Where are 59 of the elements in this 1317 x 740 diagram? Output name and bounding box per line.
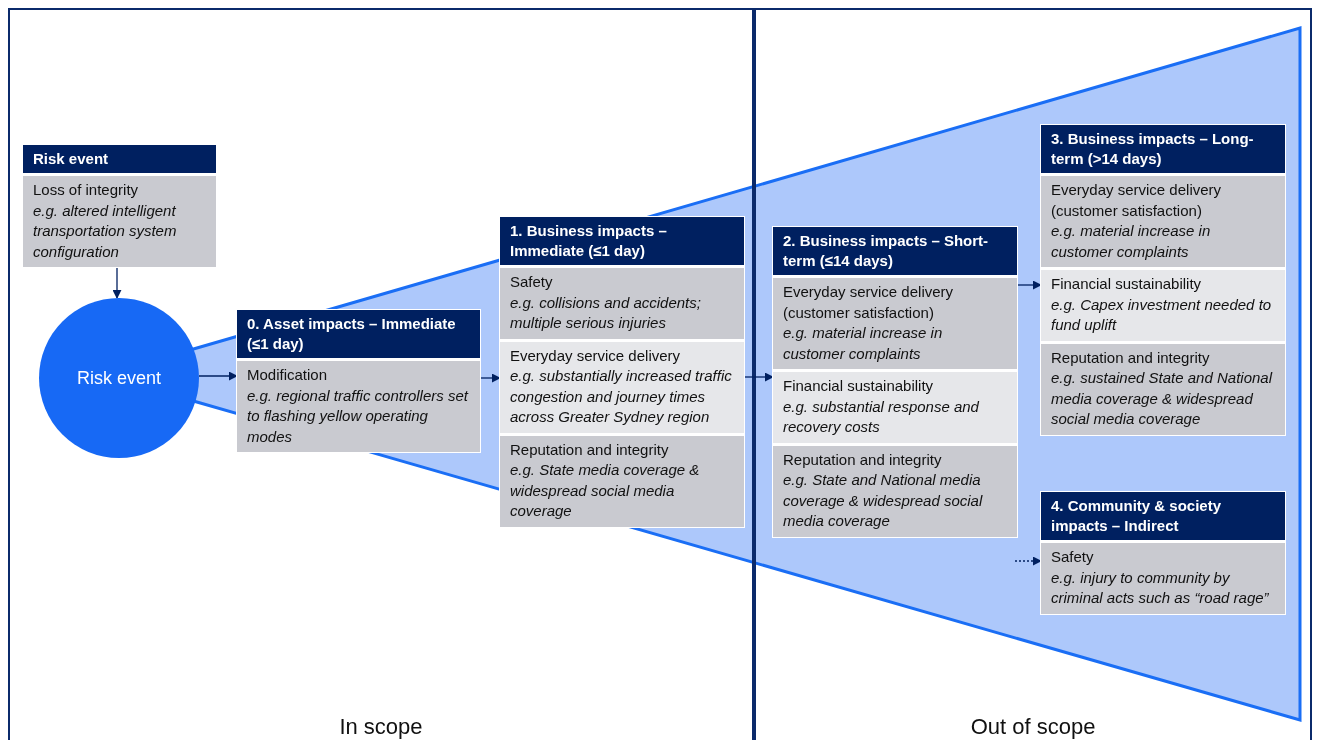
card-header: 4. Community & society impacts – Indirect — [1041, 492, 1285, 540]
example-text: e.g. Capex investment needed to fund uplift — [1051, 294, 1273, 335]
scope-label: Out of scope — [970, 714, 1096, 740]
row-title: Safety — [1051, 547, 1095, 567]
arrow — [1014, 556, 1042, 566]
example-text: e.g. material increase in customer complaints — [1051, 221, 1212, 262]
impact-row — [23, 176, 216, 267]
impact-row — [500, 341, 744, 433]
impact-row — [500, 435, 744, 527]
row-title: Everyday service delivery (customer satisfaction) — [783, 282, 955, 323]
example-text: e.g. State and National media coverage & widespread social media coverage — [783, 470, 984, 531]
impact-row — [1041, 176, 1285, 267]
impact-row — [1041, 543, 1285, 614]
arrow — [198, 371, 238, 381]
impact-row — [773, 278, 1017, 369]
impact-card — [1040, 491, 1286, 615]
impact-row — [773, 445, 1017, 537]
impact-card — [772, 226, 1018, 538]
row-title: Safety — [510, 272, 554, 292]
row-title: Everyday service delivery — [510, 345, 682, 366]
arrow — [1016, 280, 1042, 290]
card-header: 1. Business impacts – Immediate (≤1 day) — [500, 217, 744, 265]
row-title: Financial sustainability — [1051, 274, 1203, 294]
example-text: e.g. State media coverage & widespread social media coverage — [510, 460, 701, 521]
row-title: Everyday service delivery (customer satisfaction) — [1051, 180, 1223, 221]
impact-row — [1041, 270, 1285, 341]
scope-panel — [754, 8, 1312, 740]
impact-row — [237, 361, 480, 452]
impact-card — [236, 309, 481, 453]
arrow — [743, 372, 774, 382]
arrow — [479, 373, 501, 383]
impact-row — [500, 268, 744, 339]
row-title: Reputation and integrity — [783, 449, 943, 470]
scope-panel — [8, 8, 754, 740]
impact-card — [499, 216, 745, 528]
row-title: Reputation and integrity — [1051, 347, 1211, 368]
row-title: Modification — [247, 365, 329, 385]
impact-card — [22, 144, 217, 268]
example-text: e.g. altered intelligent transportation system configuration — [33, 200, 178, 262]
impact-row — [1041, 343, 1285, 435]
card-header: Risk event — [23, 145, 216, 173]
example-text: e.g. substantially increased traffic congestion and journey times across Greater Sydney region — [510, 366, 733, 427]
example-text: e.g. sustained State and National media coverage & widespread social media coverage — [1051, 368, 1274, 429]
example-text: e.g. regional traffic controllers set to flashing yellow operating modes — [247, 385, 470, 447]
row-title: Financial sustainability — [783, 376, 935, 396]
example-text: e.g. injury to community by criminal acts such as “road rage” — [1051, 567, 1270, 608]
example-text: e.g. substantial response and recovery costs — [783, 396, 980, 437]
row-title: Loss of integrity — [33, 180, 140, 200]
card-header: 0. Asset impacts – Immediate (≤1 day) — [237, 310, 480, 358]
scope-label: In scope — [339, 714, 423, 740]
example-text: e.g. collisions and accidents; multiple serious injuries — [510, 292, 702, 333]
impact-row — [773, 372, 1017, 443]
circle-label: Risk event — [76, 367, 161, 389]
arrow — [112, 266, 122, 299]
row-title: Reputation and integrity — [510, 439, 670, 460]
card-header: 3. Business impacts – Long-term (>14 days) — [1041, 125, 1285, 173]
card-header: 2. Business impacts – Short-term (≤14 days) — [773, 227, 1017, 275]
example-text: e.g. material increase in customer complaints — [783, 323, 944, 364]
impact-card — [1040, 124, 1286, 436]
